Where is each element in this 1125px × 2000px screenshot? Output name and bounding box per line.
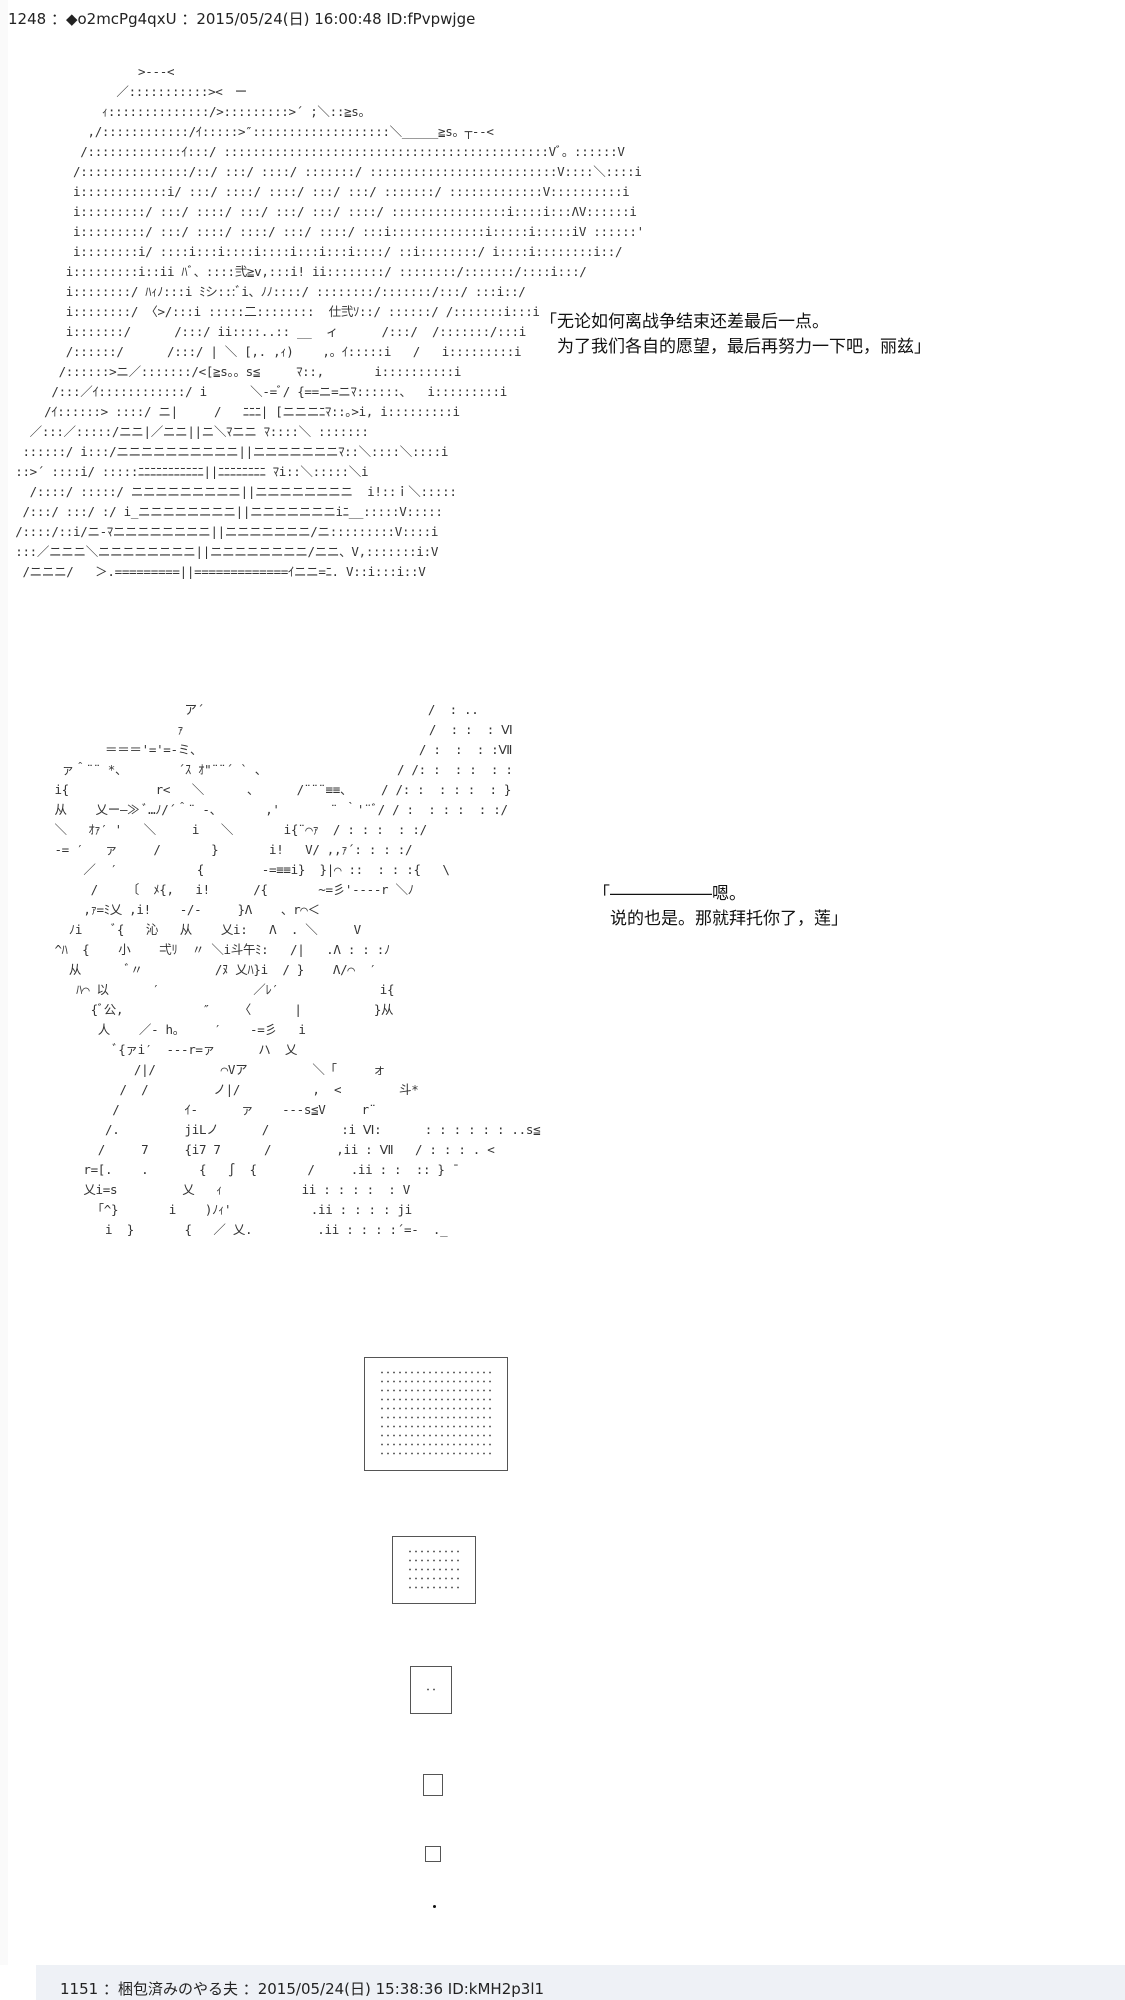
dialogue-1: 「无论如何离战争结束还差最后一点。 为了我们各自的愿望，最后再努力一下吧，丽兹」 <box>540 310 931 360</box>
ascii-art-character-1: >‐‐‐< ／:::::::::::>< ー ｨ::::::::::::::/>… <box>15 64 644 579</box>
box-dot-fill <box>379 1368 493 1460</box>
box-dot-fill <box>407 1547 461 1593</box>
shrinking-box-4 <box>423 1774 443 1796</box>
box-dot-fill <box>425 1685 437 1695</box>
post-header: 1248 ：◆o2mcPg4qxU ：2015/05/24(日) 16:00:4… <box>8 10 476 28</box>
dialogue-2: 「――――――嗯。 说的也是。那就拜托你了，莲」 <box>593 882 848 932</box>
dialogue-1-line-2: 为了我们各自的愿望，最后再努力一下吧，丽兹」 <box>540 337 931 357</box>
left-margin <box>0 0 8 1965</box>
shrinking-box-3 <box>410 1666 452 1714</box>
ascii-art-character-2: ア´ / : .. ｧ / : : : Ⅵ ＝＝＝'='=-ミ、 / : : :… <box>54 702 541 1237</box>
dialogue-1-line-1: 「无论如何离战争结束还差最后一点。 <box>540 312 829 332</box>
dialogue-2-line-2: 说的也是。那就拜托你了，莲」 <box>593 909 848 929</box>
dialogue-2-line-1: 「――――――嗯。 <box>593 884 746 904</box>
shrinking-box-1 <box>364 1357 508 1471</box>
next-post-header[interactable]: 1151 ：梱包済みのやる夫 ：2015/05/24(日) 15:38:36 I… <box>60 1980 545 1998</box>
final-dot <box>433 1905 436 1908</box>
next-post-bar <box>36 1965 1125 2000</box>
shrinking-box-5 <box>425 1846 441 1862</box>
shrinking-box-2 <box>392 1536 476 1604</box>
